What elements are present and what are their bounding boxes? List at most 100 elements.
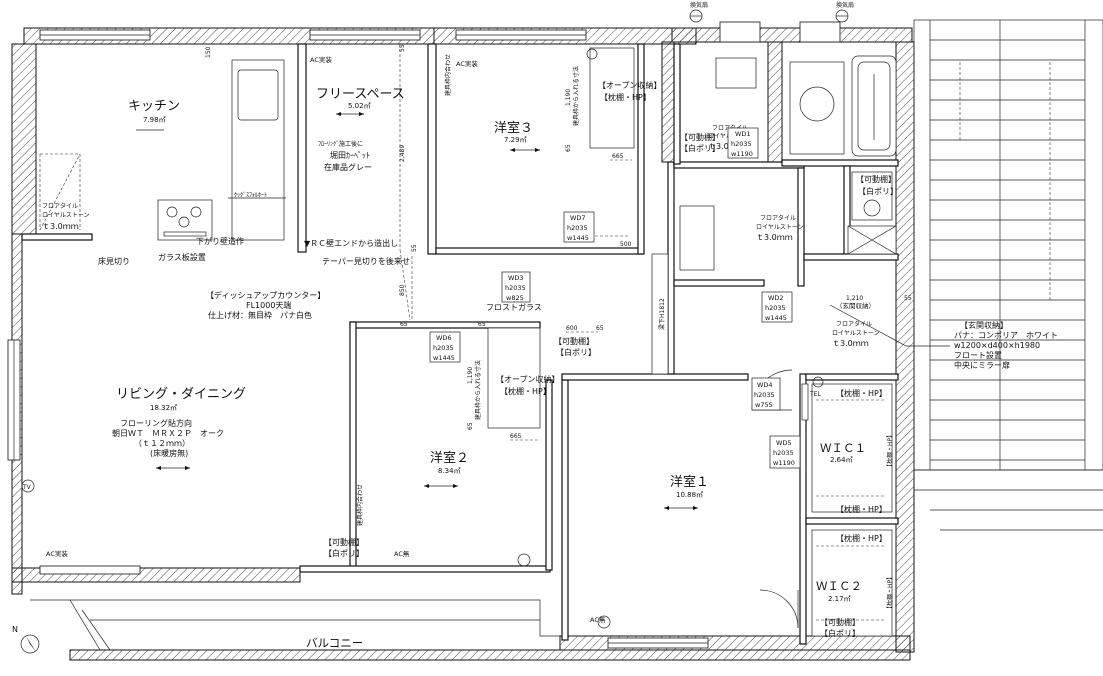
thickness-kitchen: ｔ3.0ｍｍ [42,222,79,231]
svg-text:WD1: WD1 [735,130,751,138]
float-install-note: フロート設置 [954,350,1002,360]
svg-text:w755: w755 [755,401,773,409]
door-tag-wd4: WD4 h2035 w755 [751,377,781,411]
white-poly-bath: 【白ポリ】 [858,186,898,196]
vent-label-2: 換気扇 [836,1,854,9]
glass-board-note: ガラス板設置 [158,252,206,262]
svg-text:h2035: h2035 [731,140,752,148]
svg-text:h2035: h2035 [505,284,526,292]
floor-tile-entrance: フロアタイル [836,320,872,328]
floor-tile-hall: フロアタイル [760,214,796,222]
room-living-area: 18.32㎡ [150,404,177,412]
dim-150: 150 [205,46,212,58]
room-wic2-name: ＷＩＣ２ [816,579,862,593]
room-wic1-name: ＷＩＣ１ [820,441,866,455]
dim-65-w3: 65 [565,144,572,152]
room-kitchen-area: 7.98㎡ [143,116,166,124]
thickness-entrance: ｔ3.0ｍｍ [832,339,869,348]
svg-text:w825: w825 [506,294,524,302]
taper-cut-note: テーパー見切りを後来せ [322,256,410,266]
floor-tile-kitchen: フロアタイル [42,202,78,210]
balcony-area [30,599,560,651]
movable-shelf-w2: 【可動棚】 [324,537,364,547]
white-poly-hall: 【白ポリ】 [556,347,596,357]
vertical-notes: 梁下H1812 建具枠内合わせ 建具枠内合わせ 建具枠から入れる寸法 建具枠から… [356,54,894,612]
sash-note-w3: 建具枠内合わせ [444,54,452,96]
tile-carpet-note: 堀田ｶｰﾍﾟｯﾄ [330,151,370,160]
note-vert-w2: 建具枠から入れる寸法 [474,360,482,420]
dim-65-a: 65 [596,325,604,332]
staircase [913,19,1103,531]
pillow-shelf-w3: 【枕棚・HP】 [600,92,651,102]
ac-none-western2: AC無 [394,549,410,558]
room-western1-area: 10.88㎡ [676,491,703,499]
vent-label-1: 換気扇 [690,1,708,9]
room-wic1-area: 2.64㎡ [830,456,853,464]
beam-height-note: 梁下H1812 [658,298,666,330]
flooring-after-note: ﾌﾛｰﾘﾝｸﾞ施工後に [318,140,363,148]
door-tag-wd1: WD1 h2035 w1190 [727,127,759,159]
ac-label-free: AC実装 [310,55,332,64]
white-poly-wic2: 【白ポリ】 [820,628,860,638]
dim-1210: 1,210 [846,295,863,302]
movable-shelf-wic2: 【可動棚】 [820,617,860,627]
svg-text:w1190: w1190 [731,150,753,158]
fl1000-note: FL1000天端 [246,300,291,310]
royal-stone-hall: ロイヤルストーン [756,224,804,231]
notes: AC実装 AC実装 AC実装 AC無 AC無 フロアタイル ロイヤルストーン ｔ… [42,1,1058,638]
room-living-name: リビング・ダイニング [116,387,246,402]
dim-55-right: 55 [904,295,912,302]
interior-walls [21,43,899,645]
svg-text:h2035: h2035 [567,224,588,232]
room-labels: キッチン 7.98㎡ フリースペース 5.02㎡ 洋室３ 7.29㎡ リビング・… [116,87,866,650]
tel-label: TEL [809,391,821,398]
north-label: N [12,625,18,634]
svg-text:WD2: WD2 [768,294,784,302]
room-kitchen-name: キッチン [128,99,180,114]
dimension-lines [228,44,950,441]
dim-500: 500 [620,241,632,248]
bath-fixtures [679,55,897,271]
note-vert-w3: 建具枠から入れる寸法 [572,66,580,126]
closets [487,47,893,637]
room-western2-area: 8.34㎡ [438,467,461,475]
pillow-shelf-wic2-side: 【枕棚・HP】 [886,574,894,612]
pillow-shelf-wic1-side: 【枕棚・HP】 [886,432,894,470]
door-tag-wd3: WD3 h2035 w825 [501,271,531,303]
door-tag-wd6: WD6 h2035 w1445 [429,331,461,363]
pillow-shelf-w2: 【枕棚・HP】 [500,386,551,396]
svg-text:WD3: WD3 [508,274,524,282]
door-tag-wd2: WD2 h2035 w1445 [761,291,793,323]
white-poly-toilet: 【白ポリ】 [680,143,720,153]
door-tag-wd7: WD7 h2035 w1445 [563,211,595,243]
svg-text:w1445: w1445 [567,234,589,242]
dim-65-w2: 65 [467,422,474,430]
tv-mark-living: TV [22,484,32,491]
room-free-space-area: 5.02㎡ [348,102,371,110]
flooring-direction: フローリング貼方向 [120,418,192,428]
dim-1190-w2: 1,190 [467,367,474,384]
rc-wall-note: ▼ＲＣ壁エンドから造出し [304,238,398,248]
dish-counter-title: 【ディッシュアップカウンター】 [206,290,325,300]
room-wic2-area: 2.17㎡ [828,595,851,603]
entrance-storage-title: 【玄関収納】 [960,320,1008,330]
svg-text:h2035: h2035 [765,304,786,312]
dim-600: 600 [566,325,578,332]
dim-2489: 2,489 [399,145,406,162]
movable-shelf-toilet: 【可動棚】 [680,132,720,142]
stock-grey-note: 在庫品グレー [324,162,372,172]
dim-65-c: 65 [478,321,486,328]
pillow-shelf-wic2-top: 【枕棚・HP】 [836,533,887,543]
kitchen-fixtures [39,59,285,241]
room-western1-name: 洋室１ [670,474,709,490]
markers: TV [21,9,849,629]
dim-665-w3: 665 [612,153,624,160]
room-western2-name: 洋室２ [430,450,469,466]
entrance-storage-short: （玄関収納） [836,301,875,310]
floor-heat-note: (床暖房無) [150,448,188,458]
svg-text:WD6: WD6 [436,334,452,342]
finish-material-note: 仕上げ材：無目枠 パナ白色 [208,310,312,320]
dim-65-b: 65 [400,321,408,328]
gas-stove-note: ｸｯｸﾞｽﾌｫﾙﾎｰﾄ [234,192,267,199]
